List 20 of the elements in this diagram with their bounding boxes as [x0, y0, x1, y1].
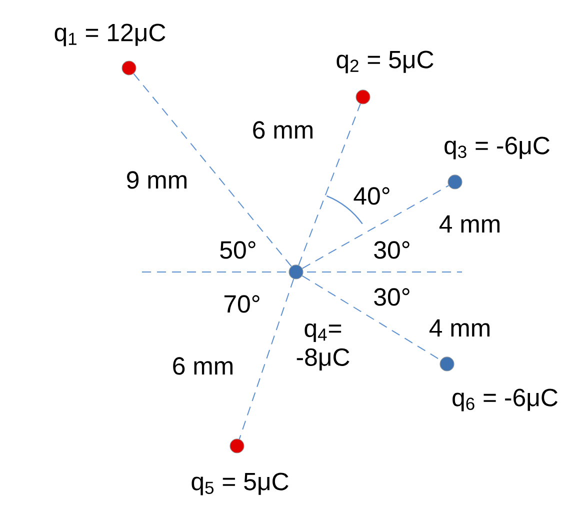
charge-label: q$_{1}$ = 12μC: [54, 24, 166, 46]
distance-label: 9 mm: [124, 170, 190, 190]
angle-label: 30°: [374, 288, 410, 306]
distance-label: 4 mm: [438, 214, 502, 234]
distance-label: 6 mm: [250, 120, 316, 140]
angle-label: 40°: [354, 187, 390, 205]
dashed-line: [238, 278, 294, 440]
charge-label: q$_{4}$= -8μC: [296, 323, 350, 371]
charge-label: q$_{2}$ = 5μC: [336, 50, 434, 74]
distance-label: 4 mm: [428, 318, 492, 338]
charge-label: q$_{3}$ = -6μC: [444, 136, 550, 160]
charge-label: q$_{5}$ = 5μC: [192, 472, 288, 496]
angle-label: 70°: [224, 295, 260, 313]
dashed-line: [298, 103, 361, 266]
distance-label: 6 mm: [170, 356, 236, 376]
angle-label: 50°: [220, 241, 256, 259]
angle-label: 30°: [374, 241, 410, 259]
dashed-line: [133, 73, 292, 267]
dashed-line: [302, 185, 450, 269]
charge-label: q$_{6}$ = -6μC: [452, 388, 558, 412]
